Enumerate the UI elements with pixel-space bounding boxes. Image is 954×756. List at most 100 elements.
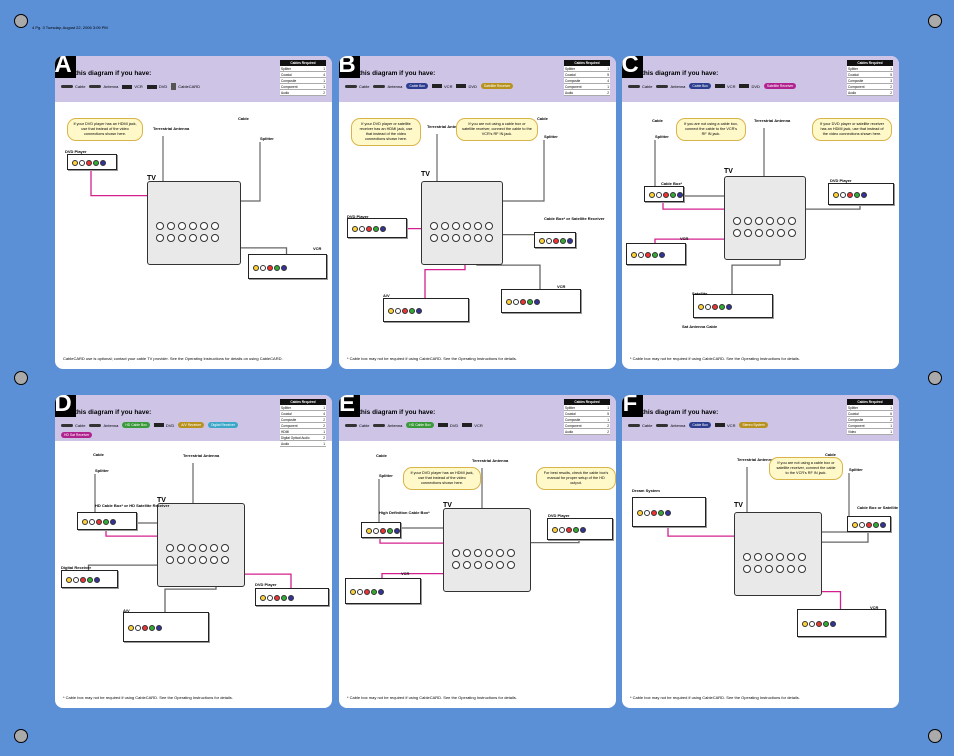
- legend-item: Satellite Receiver: [763, 83, 797, 89]
- device-jack: [395, 308, 401, 314]
- device-jack: [539, 238, 545, 244]
- antenna-plug-icon: [89, 85, 102, 88]
- dvd-icon: [456, 84, 467, 88]
- tv-jack: [754, 565, 762, 573]
- tv-jack: [485, 222, 493, 230]
- cable-count: 2: [607, 90, 609, 95]
- device-jack: [94, 577, 100, 583]
- cable-name: Composite: [281, 417, 297, 422]
- device-jack: [100, 160, 106, 166]
- device-jack: [513, 299, 519, 305]
- device-box: [847, 516, 891, 532]
- label-tv: TV: [724, 168, 733, 175]
- label-splitter: Splitter: [655, 134, 669, 139]
- label-vcr: VCR: [401, 571, 410, 576]
- tv-jack: [221, 544, 229, 552]
- label-splitter: Splitter: [95, 468, 109, 473]
- cable-count: 2: [323, 435, 325, 440]
- panel-letter: B: [339, 56, 360, 78]
- device-jack: [281, 264, 287, 271]
- cable-name: Component: [281, 84, 298, 89]
- legend-item: Antenna: [89, 84, 118, 89]
- tv-jack: [507, 561, 515, 569]
- cable-name: Audio: [565, 429, 574, 434]
- label-cable: Cable: [238, 116, 249, 121]
- legend-item: Antenna: [89, 423, 118, 428]
- device-jack: [638, 252, 644, 258]
- device-jack: [371, 589, 377, 595]
- device-jack: [652, 252, 658, 258]
- cable-label: Cable: [642, 83, 653, 89]
- cablecard-label: CableCARD: [178, 84, 201, 89]
- vcr-icon: [122, 84, 133, 89]
- tv-jack: [452, 222, 460, 230]
- device-jack: [87, 577, 93, 583]
- cable-count: 1: [607, 66, 609, 71]
- device-jack: [830, 621, 836, 627]
- panel-letter: F: [622, 395, 643, 417]
- antenna-plug-icon: [656, 423, 669, 427]
- tv-jack: [166, 556, 174, 564]
- cable-name: Splitter: [281, 66, 291, 71]
- label-terr: Terrestrial Antenna: [737, 457, 774, 462]
- use-this-diagram-title: Use this diagram if you have:: [61, 409, 152, 416]
- use-this-diagram-title: Use this diagram if you have:: [628, 70, 719, 77]
- cables-required-title: Cables Required: [280, 399, 326, 405]
- tv-jack: [452, 561, 460, 569]
- device-jack: [380, 528, 386, 534]
- tv-jack: [430, 234, 438, 242]
- cable-count: 1: [323, 78, 325, 83]
- cable-count: 1: [890, 66, 892, 71]
- crop-mark-icon: [928, 729, 942, 743]
- cable-count: 1: [323, 66, 325, 71]
- label-tv: TV: [734, 502, 743, 509]
- tv-jack: [177, 544, 185, 552]
- device-jack: [719, 304, 725, 310]
- label-terr: Terrestrial Antenna: [427, 124, 464, 129]
- device-jack: [79, 160, 85, 166]
- device-jack: [388, 308, 394, 314]
- label-terr: Terrestrial Antenna: [153, 126, 190, 131]
- tv-jack: [189, 222, 197, 230]
- crop-mark-icon: [14, 371, 28, 385]
- label-av: A/V: [123, 608, 130, 613]
- label-splitter: Splitter: [379, 473, 393, 478]
- legend-item: HD Cable Box: [122, 422, 150, 428]
- device-jack: [142, 625, 148, 631]
- device-jack: [859, 522, 865, 528]
- tv-jack: [485, 561, 493, 569]
- legend-item: VCR: [122, 84, 143, 89]
- antenna-plug-icon: [89, 423, 102, 427]
- tv-jack: [189, 234, 197, 242]
- label-splitter: Splitter: [849, 467, 863, 472]
- vcr-icon: [432, 84, 443, 88]
- tv-jack: [221, 556, 229, 564]
- device-box: [248, 254, 327, 279]
- legend-item: Antenna: [373, 423, 402, 428]
- device-jack: [670, 192, 676, 198]
- device-jack: [833, 192, 839, 198]
- tv-jack: [474, 234, 482, 242]
- cable-name: Splitter: [565, 66, 575, 71]
- tv-jack: [474, 549, 482, 557]
- vcr-label: VCR: [474, 422, 483, 428]
- device-jack: [82, 519, 88, 525]
- tv-jack: [463, 549, 471, 557]
- vcr-icon: [715, 84, 726, 88]
- legend-item: Cable Box: [406, 83, 429, 89]
- use-this-diagram-title: Use this diagram if you have:: [345, 70, 436, 77]
- hd_sat-pill: HD Sat Receiver: [61, 432, 93, 438]
- device-jack: [93, 160, 99, 166]
- device-jack: [580, 527, 586, 533]
- antenna-label: Antenna: [670, 422, 686, 428]
- device-jack: [552, 527, 558, 533]
- device-jack: [644, 510, 650, 516]
